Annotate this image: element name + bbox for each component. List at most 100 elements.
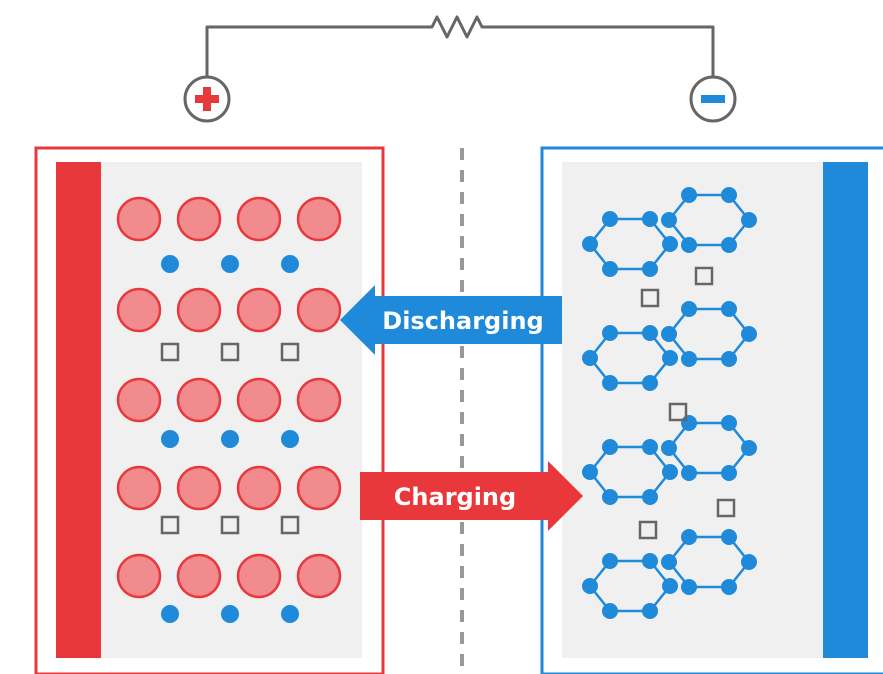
carbon-atom [642,489,658,505]
carbon-atom [582,236,598,252]
carbon-atom [642,553,658,569]
external-circuit [205,15,715,77]
vacancy-square [638,520,658,540]
lithium-ion [221,605,239,623]
metal-oxide-particle [176,196,222,242]
metal-oxide-particle [176,377,222,423]
carbon-atom [642,261,658,277]
metal-oxide-particle [236,465,282,511]
carbon-atom [681,465,697,481]
metal-oxide-particle [236,287,282,333]
carbon-atom [602,489,618,505]
cathode [34,146,385,674]
carbon-atom [721,237,737,253]
circuit-wire [205,15,715,77]
plus-icon [195,87,219,111]
carbon-atom [582,350,598,366]
lithium-ion [221,255,239,273]
lithium-ion [281,430,299,448]
vacancy-square [220,342,240,362]
vacancy-square [160,515,180,535]
carbon-atom [602,375,618,391]
anode [540,146,883,674]
carbon-atom [642,603,658,619]
carbon-atom [661,212,677,228]
carbon-atom [582,464,598,480]
metal-oxide-particle [176,465,222,511]
carbon-atom [602,325,618,341]
carbon-atom [662,464,678,480]
metal-oxide-particle [236,377,282,423]
lithium-ion [161,605,179,623]
carbon-atom [602,603,618,619]
carbon-atom [662,350,678,366]
carbon-atom [721,529,737,545]
vacancy-square [220,515,240,535]
metal-oxide-particle [296,553,342,599]
metal-oxide-particle [296,465,342,511]
carbon-atom [721,415,737,431]
carbon-atom [582,578,598,594]
carbon-atom [642,325,658,341]
lithium-ion [221,430,239,448]
metal-oxide-particle [116,465,162,511]
carbon-atom [602,261,618,277]
metal-oxide-particle [236,196,282,242]
metal-oxide-particle [176,553,222,599]
carbon-atom [681,237,697,253]
lithium-ion [281,605,299,623]
carbon-atom [741,212,757,228]
carbon-atom [741,326,757,342]
carbon-atom [721,187,737,203]
cathode-current-collector [56,162,101,658]
metal-oxide-particle [116,377,162,423]
carbon-atom [681,415,697,431]
vacancy-square [280,342,300,362]
carbon-atom [741,554,757,570]
carbon-atom [661,440,677,456]
discharging-arrow: Discharging [340,285,562,355]
carbon-atom [661,326,677,342]
carbon-atom [602,211,618,227]
vacancy-square [280,515,300,535]
graphite-layers [582,187,757,619]
vacancy-square [716,498,736,518]
carbon-atom [681,301,697,317]
carbon-atom [681,351,697,367]
charging-label: Charging [394,483,516,511]
carbon-atom [681,529,697,545]
carbon-atom [662,578,678,594]
carbon-atom [642,375,658,391]
lithium-ion [161,255,179,273]
vacancy-square [640,288,660,308]
metal-oxide-particle [116,553,162,599]
carbon-atom [642,439,658,455]
carbon-atom [721,465,737,481]
metal-oxide-particle [296,196,342,242]
lithium-ion [161,430,179,448]
anode-current-collector [823,162,868,658]
minus-icon [701,95,725,103]
carbon-atom [602,553,618,569]
metal-oxide-particle [296,377,342,423]
carbon-atom [602,439,618,455]
carbon-atom [721,351,737,367]
vacancy-square [694,266,714,286]
metal-oxide-particle [116,196,162,242]
vacancy-square [668,402,688,422]
vacancy-square [160,342,180,362]
metal-oxide-particle [116,287,162,333]
positive-terminal [183,75,231,123]
lithium-ion [281,255,299,273]
discharging-label: Discharging [382,307,543,335]
metal-oxide-particle [236,553,282,599]
carbon-atom [721,579,737,595]
charging-arrow: Charging [360,461,583,531]
carbon-atom [642,211,658,227]
carbon-atom [721,301,737,317]
metal-oxide-particle [296,287,342,333]
carbon-atom [741,440,757,456]
negative-terminal [689,75,737,123]
metal-oxide-particle [176,287,222,333]
